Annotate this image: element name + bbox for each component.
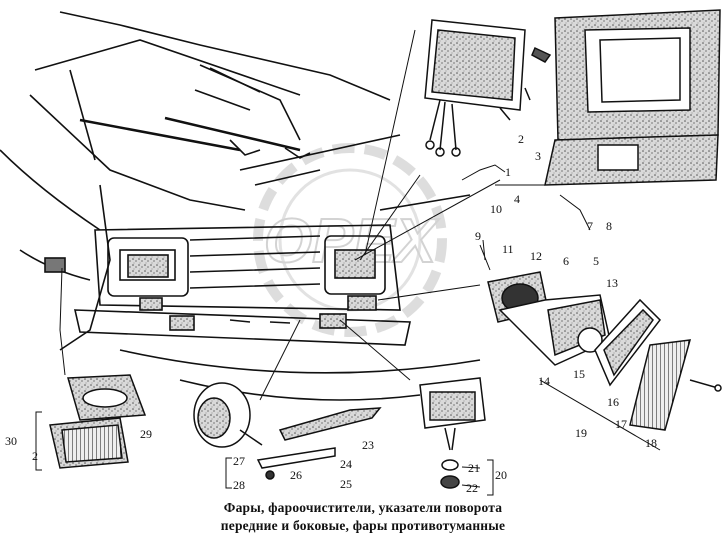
- fog-lamp-lower: [419, 377, 486, 489]
- callout-8: 8: [606, 219, 612, 233]
- callout-30: 30: [5, 434, 17, 448]
- callout-28: 28: [233, 478, 245, 492]
- diagram-caption-line1: Фары, фароочистители, указатели поворота: [223, 500, 503, 515]
- side-indicator: [49, 374, 147, 469]
- callout-labels: 1 2 3 4 5 6 7 8 9 10 11 12 13 14 15 16 1…: [5, 132, 657, 495]
- bracket-20: [461, 459, 494, 496]
- headlight-unit: [424, 19, 552, 157]
- wiper-motor: [193, 382, 382, 480]
- callout-13: 13: [606, 276, 618, 290]
- fog-lamp-assembly: [487, 271, 722, 431]
- callout-29: 29: [140, 427, 152, 441]
- headlight-housing: [544, 9, 721, 186]
- callout-7: 7: [587, 219, 593, 233]
- diagram-caption-line2: передние и боковые, фары противотуманные: [220, 518, 506, 533]
- truck-cab: [0, 11, 471, 351]
- callout-6: 6: [563, 254, 569, 268]
- callout-2: 2: [518, 132, 524, 146]
- callout-27: 27: [233, 454, 245, 468]
- callout-17: 17: [615, 417, 627, 431]
- callout-5: 5: [593, 254, 599, 268]
- callout-14: 14: [538, 374, 550, 388]
- callout-18: 18: [645, 436, 657, 450]
- callout-26: 26: [290, 468, 302, 482]
- callout-11: 11: [502, 242, 514, 256]
- callout-24: 24: [340, 457, 352, 471]
- callout-12: 12: [530, 249, 542, 263]
- callout-20: 20: [495, 468, 507, 482]
- front-panel: [44, 224, 481, 401]
- callout-16: 16: [607, 395, 619, 409]
- callout-19: 19: [575, 426, 587, 440]
- callout-4: 4: [514, 192, 520, 206]
- callout-9: 9: [475, 229, 481, 243]
- bracket-27-28: [225, 457, 232, 489]
- callout-23: 23: [362, 438, 374, 452]
- callout-21: 21: [468, 461, 480, 475]
- leader-lines: [59, 29, 661, 451]
- callout-1: 1: [505, 165, 511, 179]
- callout-2-lower: 2: [32, 449, 38, 463]
- callout-25: 25: [340, 477, 352, 491]
- callout-3: 3: [535, 149, 541, 163]
- callout-22: 22: [466, 481, 478, 495]
- callout-15: 15: [573, 367, 585, 381]
- callout-10: 10: [490, 202, 502, 216]
- bracket-30: [35, 411, 42, 471]
